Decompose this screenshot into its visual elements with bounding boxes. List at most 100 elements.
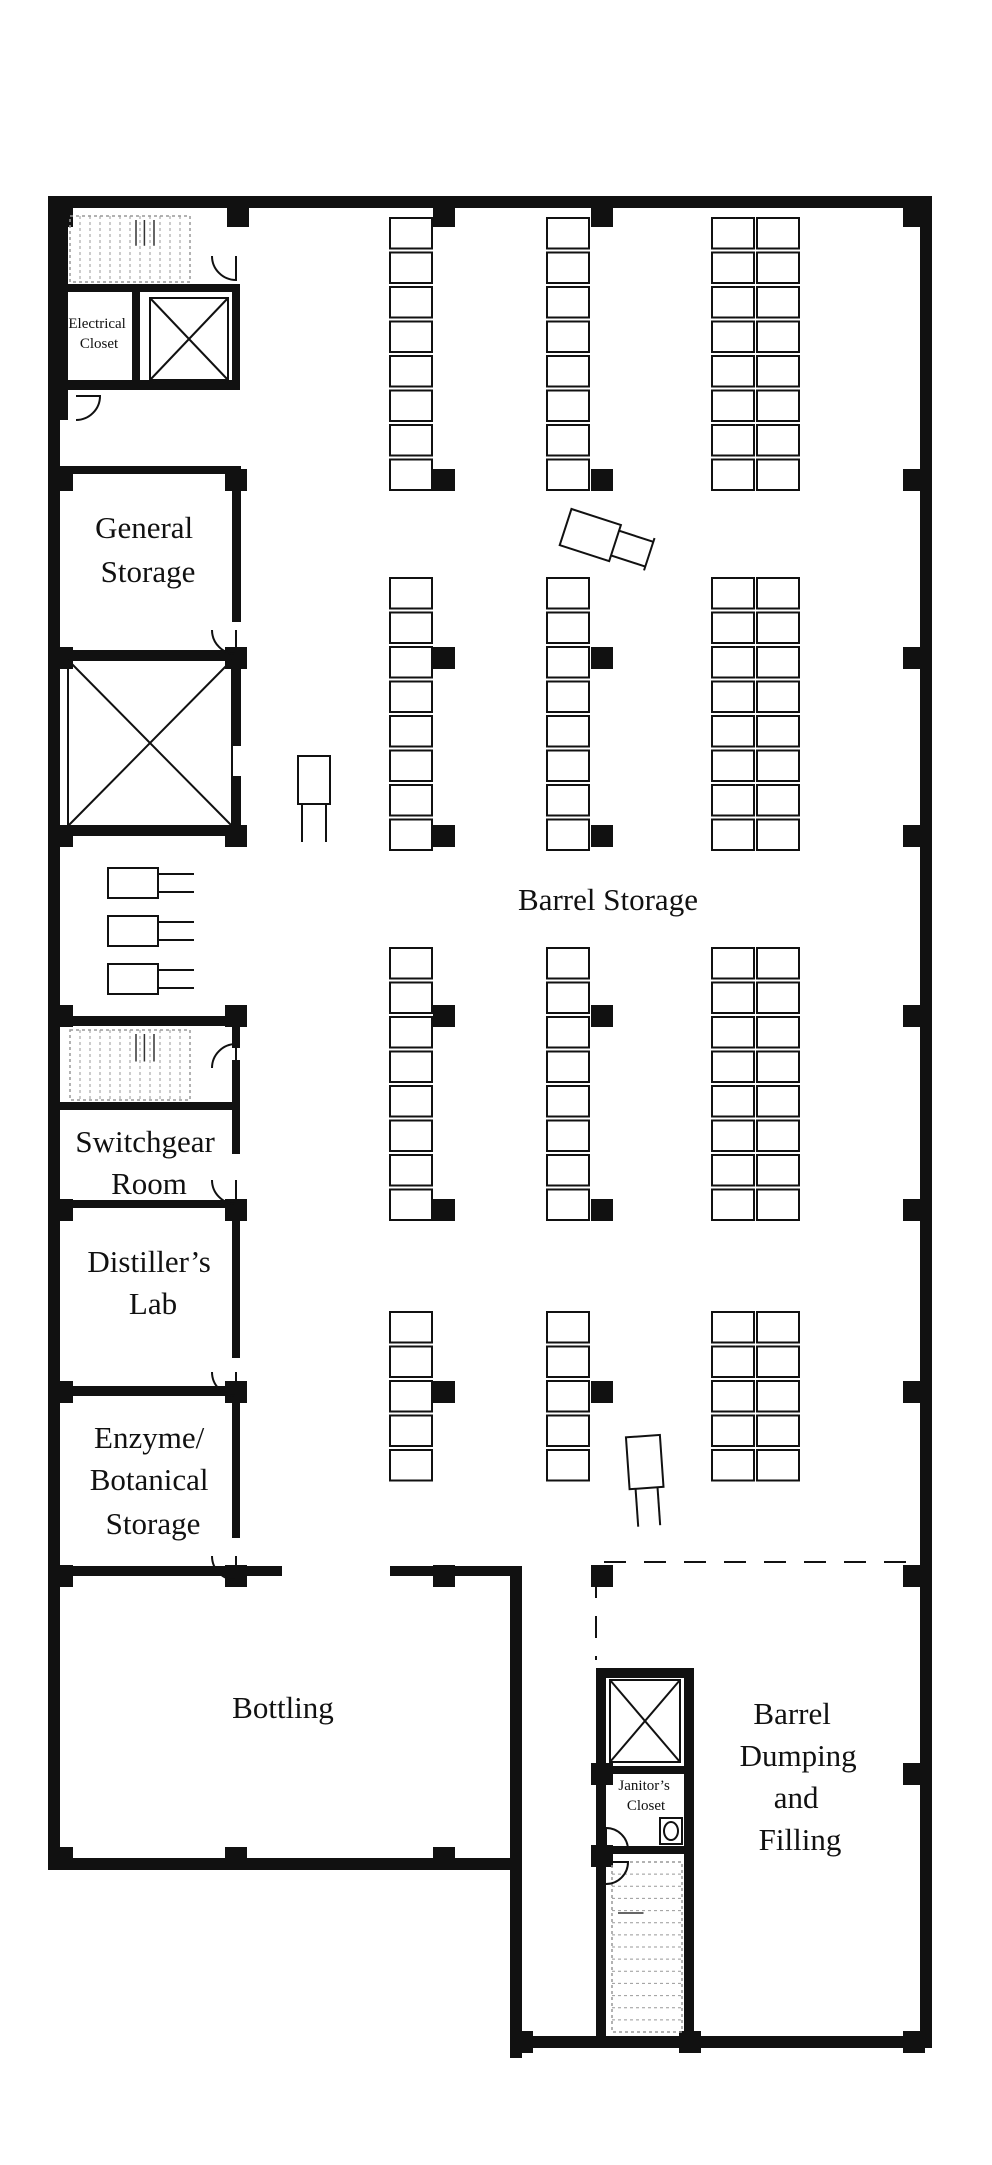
stairs-icon — [69, 1029, 191, 1101]
column — [51, 1847, 73, 1869]
barrel-rack-single — [546, 1414, 590, 1447]
barrel-rack-single — [389, 715, 433, 748]
barrel-rack-double — [711, 217, 755, 250]
barrel-rack-double — [711, 1311, 755, 1344]
barrel-rack-single — [546, 424, 590, 457]
electrical-closet-label: Electrical Closet — [68, 316, 129, 352]
barrel-rack-single — [546, 251, 590, 284]
column — [903, 647, 925, 669]
enzyme-botanical-storage-label: Enzyme/ Botanical Storage — [90, 1420, 217, 1541]
distillers-lab-label: Distiller’s Lab — [87, 1244, 218, 1321]
barrel-rack-double — [711, 286, 755, 319]
barrel-rack-double — [711, 784, 755, 817]
door-swing-icon — [75, 255, 630, 1885]
barrel-rack-single — [389, 320, 433, 353]
barrel-rack-double — [756, 749, 800, 782]
barrel-rack-single — [546, 947, 590, 980]
column — [591, 1845, 613, 1867]
barrel-rack-double — [756, 1345, 800, 1378]
column — [511, 2031, 533, 2053]
barrel-rack-single — [546, 715, 590, 748]
column — [903, 2031, 925, 2053]
barrel-rack-double — [756, 1311, 800, 1344]
barrel-rack-double — [711, 1154, 755, 1187]
column — [591, 825, 613, 847]
barrel-rack-double — [711, 981, 755, 1014]
barrel-rack-double — [711, 680, 755, 713]
barrel-rack-double — [711, 1050, 755, 1083]
barrel-rack-double — [756, 1016, 800, 1049]
barrel-rack-single — [546, 749, 590, 782]
barrel-rack-single — [546, 1119, 590, 1152]
barrel-rack-single — [389, 680, 433, 713]
barrel-rack-single — [389, 646, 433, 679]
barrel-rack-single — [546, 1016, 590, 1049]
barrel-rack-single — [546, 1345, 590, 1378]
barrel-rack-single — [546, 355, 590, 388]
barrel-rack-double — [756, 1449, 800, 1482]
barrel-rack-double — [756, 1085, 800, 1118]
barrel-rack-single — [389, 1345, 433, 1378]
barrel-rack-single — [546, 1085, 590, 1118]
door-swing-icon — [211, 629, 237, 656]
janitors-closet-label: Janitor’s Closet — [618, 1778, 673, 1814]
barrel-rack-single — [389, 611, 433, 644]
barrel-rack-single — [389, 784, 433, 817]
barrel-rack-single — [546, 1380, 590, 1413]
barrel-rack-double — [756, 251, 800, 284]
barrel-rack-single — [546, 577, 590, 610]
barrel-rack-double — [756, 1188, 800, 1221]
column — [433, 1847, 455, 1869]
barrel-rack-single — [546, 320, 590, 353]
barrel-rack-double — [711, 1016, 755, 1049]
barrel-rack-double — [711, 1085, 755, 1118]
column — [433, 1565, 455, 1587]
barrel-rack-single — [546, 389, 590, 422]
door-swing-icon — [211, 1371, 237, 1398]
barrel-rack-single — [546, 458, 590, 491]
door-swing-icon — [605, 1861, 630, 1885]
barrel-rack-single — [389, 458, 433, 491]
barrel-rack-double — [711, 355, 755, 388]
barrel-rack-single — [389, 1016, 433, 1049]
barrel-rack-double — [756, 784, 800, 817]
barrel-rack-single — [389, 1154, 433, 1187]
barrel-rack-single — [389, 947, 433, 980]
column — [903, 1565, 925, 1587]
barrel-rack-double — [756, 981, 800, 1014]
column — [903, 1763, 925, 1785]
stairs-icon — [69, 215, 683, 2033]
barrel-rack-double — [756, 1380, 800, 1413]
barrel-rack-single — [389, 217, 433, 250]
barrel-rack-single — [546, 611, 590, 644]
barrel-rack-single — [389, 251, 433, 284]
column — [591, 1763, 613, 1785]
column — [903, 469, 925, 491]
barrel-rack-single — [389, 1050, 433, 1083]
barrel-rack-double — [756, 320, 800, 353]
barrel-rack-single — [546, 680, 590, 713]
column — [51, 205, 73, 227]
barrel-rack-double — [711, 646, 755, 679]
barrel-rack-double — [756, 217, 800, 250]
barrel-rack-single — [389, 981, 433, 1014]
barrel-rack-single — [389, 424, 433, 457]
barrel-rack-single — [389, 1414, 433, 1447]
barrel-rack-single — [389, 1188, 433, 1221]
elevator-icon-2 — [609, 1679, 681, 1763]
barrel-rack-double — [756, 646, 800, 679]
column — [591, 1199, 613, 1221]
barrel-rack-double — [756, 458, 800, 491]
barrel-rack-double — [711, 1119, 755, 1152]
door-swing-icon — [75, 395, 102, 421]
stairs-icon — [69, 215, 191, 283]
column — [903, 1005, 925, 1027]
structural-columns — [51, 205, 925, 2053]
column — [51, 1199, 73, 1221]
barrel-rack-double — [711, 1380, 755, 1413]
barrel-rack-double — [756, 355, 800, 388]
barrel-rack-single — [389, 1380, 433, 1413]
dumping-area-boundary — [595, 1561, 920, 1660]
barrel-rack-single — [389, 1311, 433, 1344]
column — [591, 205, 613, 227]
